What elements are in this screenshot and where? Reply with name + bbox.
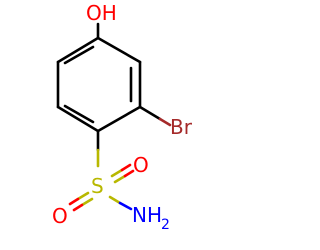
bond-s-n-colored xyxy=(118,201,133,211)
ring-double-bond-inner-3 xyxy=(63,45,95,65)
ring-bond-c3-c4 xyxy=(96,105,142,133)
hydroxyl-label: OH xyxy=(86,1,117,25)
molecule-canvas: OH Br S O O NH 2 xyxy=(52,1,193,233)
bond-s-o-top-b2 xyxy=(123,169,135,178)
bond-c3-br xyxy=(138,105,162,121)
substituent-bonds xyxy=(68,22,172,212)
bond-s-o-left-b xyxy=(76,191,90,201)
bond-s-o-left-a xyxy=(80,197,94,207)
bond-s-n xyxy=(108,195,122,205)
bromine-label: Br xyxy=(170,115,193,139)
benzene-ring xyxy=(56,36,142,133)
bond-s-o-left-b2 xyxy=(68,197,80,206)
amine-subscript: 2 xyxy=(161,217,170,233)
bond-s-o-left-a2 xyxy=(72,203,84,212)
bond-s-o-top-a2 xyxy=(120,163,132,172)
sulfur-label: S xyxy=(91,174,104,198)
ring-bond-c6-c1 xyxy=(56,36,100,64)
amine-label: NH xyxy=(132,203,162,227)
ring-bond-c4-c5 xyxy=(56,105,100,133)
ring-double-bond-inner-2 xyxy=(63,104,95,124)
bond-c3-br-colored xyxy=(158,117,172,127)
ring-bond-c1-c2 xyxy=(96,36,142,64)
bond-s-o-top-a xyxy=(110,168,124,178)
bond-s-o-top-b xyxy=(113,174,127,184)
oxygen-top-label: O xyxy=(133,153,149,177)
oxygen-left-label: O xyxy=(52,204,68,228)
molecule-structure: OH Br S O O NH 2 xyxy=(52,1,193,233)
